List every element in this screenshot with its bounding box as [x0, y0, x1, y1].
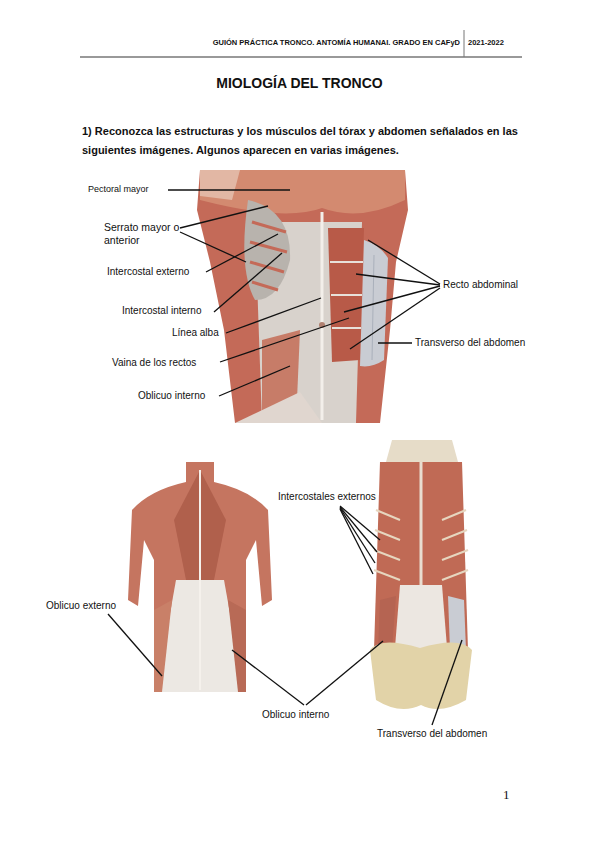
part-label: Intercostales externos — [278, 491, 376, 503]
part-label: Oblicuo interno — [138, 390, 205, 402]
part-label: Transverso del abdomen — [415, 337, 525, 349]
page-number: 1 — [503, 787, 510, 803]
part-label: Línea alba — [172, 327, 219, 339]
part-label: Serrato mayor o anterior — [104, 221, 180, 246]
part-label: Intercostal externo — [107, 266, 189, 278]
part-label: Oblicuo interno — [262, 709, 329, 721]
exercise-text: 1) Reconozca las estructuras y los múscu… — [82, 122, 522, 161]
part-label: Transverso del abdomen — [377, 728, 487, 740]
part-label: Vaina de los rectos — [112, 357, 196, 369]
running-header: GUIÓN PRÁCTICA TRONCO. ANTOMÍA HUMANAI. … — [160, 38, 460, 47]
page-title: MIOLOGÍA DEL TRONCO — [0, 75, 599, 92]
part-label: Oblicuo externo — [46, 600, 116, 612]
part-label: Pectoral mayor — [88, 184, 149, 195]
part-label: Intercostal interno — [122, 305, 202, 317]
part-label: Recto abdominal — [443, 279, 518, 291]
header-year: 2021-2022 — [468, 38, 504, 47]
